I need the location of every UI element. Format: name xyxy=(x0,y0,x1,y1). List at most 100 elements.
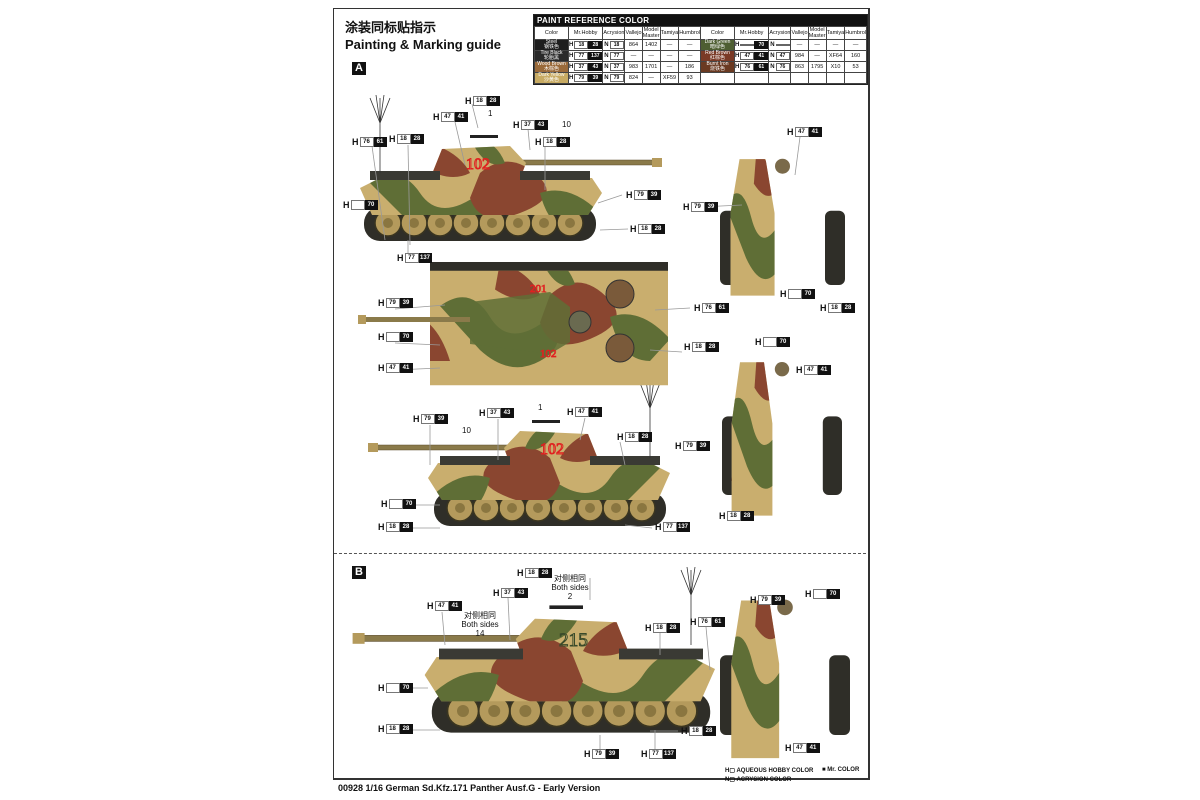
leader-line xyxy=(454,121,466,166)
callout-mr-code: 41 xyxy=(448,601,462,611)
turret-number-marking: 102 xyxy=(540,441,564,458)
callout-prefix: H xyxy=(785,743,792,753)
part-number: 1 xyxy=(538,403,543,412)
antenna-icon xyxy=(680,566,702,645)
callout-hobby-code: 47 xyxy=(574,407,589,417)
page-frame xyxy=(333,8,870,780)
callout-hobby-code xyxy=(385,332,400,342)
callout-mr-code: 41 xyxy=(806,743,820,753)
callout-prefix: H xyxy=(535,137,542,147)
turret-number-marking: 201 xyxy=(530,283,547,295)
callout-hobby-code xyxy=(787,289,802,299)
part-number: 10 xyxy=(462,426,471,435)
callout-prefix: H xyxy=(820,303,827,313)
callout-mr-code: 41 xyxy=(588,407,602,417)
callout-prefix: H xyxy=(655,522,662,532)
callout-mr-code: 41 xyxy=(399,363,413,373)
callout-hobby-code: 18 xyxy=(688,726,703,736)
callout-hobby-code: 79 xyxy=(757,595,772,605)
tank-side-view xyxy=(368,420,670,526)
callout-prefix: H xyxy=(413,414,420,424)
legend-acrysion-label: ACRYSION COLOR xyxy=(736,777,792,783)
callout-mr-code: 39 xyxy=(434,414,448,424)
callout-hobby-code: 37 xyxy=(520,120,535,130)
legend-acrysion: N▢ ACRYSION COLOR xyxy=(725,777,792,783)
callout-prefix: H xyxy=(389,134,396,144)
title-chinese: 涂装同标贴指示 xyxy=(345,20,437,35)
antenna-icon xyxy=(369,94,391,173)
callout-prefix: H xyxy=(397,253,404,263)
leader-line xyxy=(527,128,531,151)
callout-hobby-code: 47 xyxy=(440,112,455,122)
callout-hobby-code: 47 xyxy=(385,363,400,373)
callout-mr-code: 28 xyxy=(399,522,413,532)
column-header: Tamiya xyxy=(659,26,680,40)
legend-mr-label: Mr. COLOR xyxy=(827,767,860,773)
callout-hobby-code: 79 xyxy=(633,190,648,200)
callout-hobby-code: 47 xyxy=(803,365,818,375)
callout-prefix: H xyxy=(719,511,726,521)
callout-prefix: H xyxy=(630,224,637,234)
callout-mr-code: 61 xyxy=(715,303,729,313)
leader-line xyxy=(649,349,683,353)
callout-prefix: H xyxy=(796,365,803,375)
callout-prefix: H xyxy=(750,595,757,605)
leader-line xyxy=(471,103,479,129)
leader-line xyxy=(794,136,801,176)
callout-hobby-code: 18 xyxy=(385,724,400,734)
callout-hobby-code: 79 xyxy=(591,749,606,759)
leader-line xyxy=(394,304,446,310)
callout-mr-code: 28 xyxy=(410,134,424,144)
callout-hobby-code: 18 xyxy=(637,224,652,234)
part-number: 1 xyxy=(488,109,493,118)
turret-number-marking: 215 xyxy=(559,630,588,651)
callout-hobby-code: 47 xyxy=(792,743,807,753)
both-sides-note: 对侧相同 Both sides 2 xyxy=(550,574,590,601)
callout-mr-code: 39 xyxy=(399,298,413,308)
callout-hobby-code: 18 xyxy=(396,134,411,144)
callout-mr-code: 28 xyxy=(702,726,716,736)
callout-mr-code: 28 xyxy=(638,432,652,442)
callout-mr-code: 28 xyxy=(556,137,570,147)
callout-hobby-code: 18 xyxy=(624,432,639,442)
callout-mr-code: 70 xyxy=(402,499,416,509)
leader-line xyxy=(624,524,653,529)
turret-number-marking: 102 xyxy=(540,348,557,360)
callout-prefix: H xyxy=(343,200,350,210)
part-number: 14 xyxy=(475,629,485,638)
tank-side-view xyxy=(352,605,715,733)
leader-line xyxy=(507,597,511,641)
leader-line xyxy=(619,441,626,466)
section-divider xyxy=(334,553,866,554)
callout-hobby-code: 18 xyxy=(691,342,706,352)
callout-prefix: H xyxy=(755,337,762,347)
callout-mr-code: 28 xyxy=(538,568,552,578)
both-sides-cn: 对侧相同 xyxy=(554,574,586,583)
